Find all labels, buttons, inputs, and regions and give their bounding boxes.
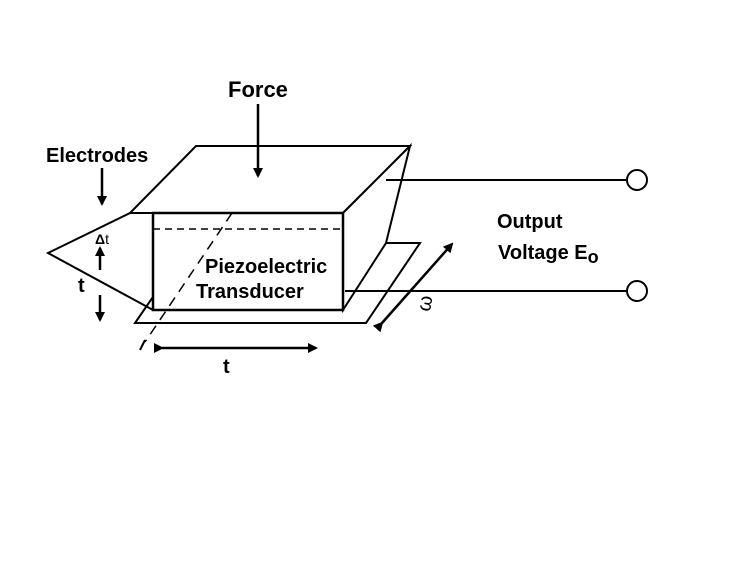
- left-electrode-wedge: [45, 212, 154, 311]
- thickness-horizontal-label: t: [223, 356, 230, 378]
- output-voltage-subscript: o: [588, 247, 599, 267]
- output-terminal-top: [626, 169, 648, 191]
- crystal-label-line1: Piezoelectric: [205, 256, 327, 278]
- thickness-vertical-label: t: [78, 275, 85, 297]
- delta-t-label: Δt: [95, 231, 109, 247]
- dashed-depth-edge: [144, 212, 233, 343]
- output-terminal-bottom: [626, 280, 648, 302]
- output-label-line1: Output: [497, 211, 563, 233]
- width-label: ω: [413, 294, 437, 313]
- delta-t-var: t: [105, 231, 109, 247]
- output-voltage-text: Voltage E: [498, 242, 588, 264]
- crystal-label-line2: Transducer: [196, 281, 304, 303]
- delta-symbol: Δ: [95, 231, 105, 247]
- width-diagonal-arrow: [372, 242, 454, 333]
- thickness-horizontal-tick: [139, 339, 146, 351]
- output-label-line2: Voltage Eo: [498, 242, 599, 267]
- force-label: Force: [228, 77, 288, 102]
- electrodes-label: Electrodes: [46, 145, 148, 167]
